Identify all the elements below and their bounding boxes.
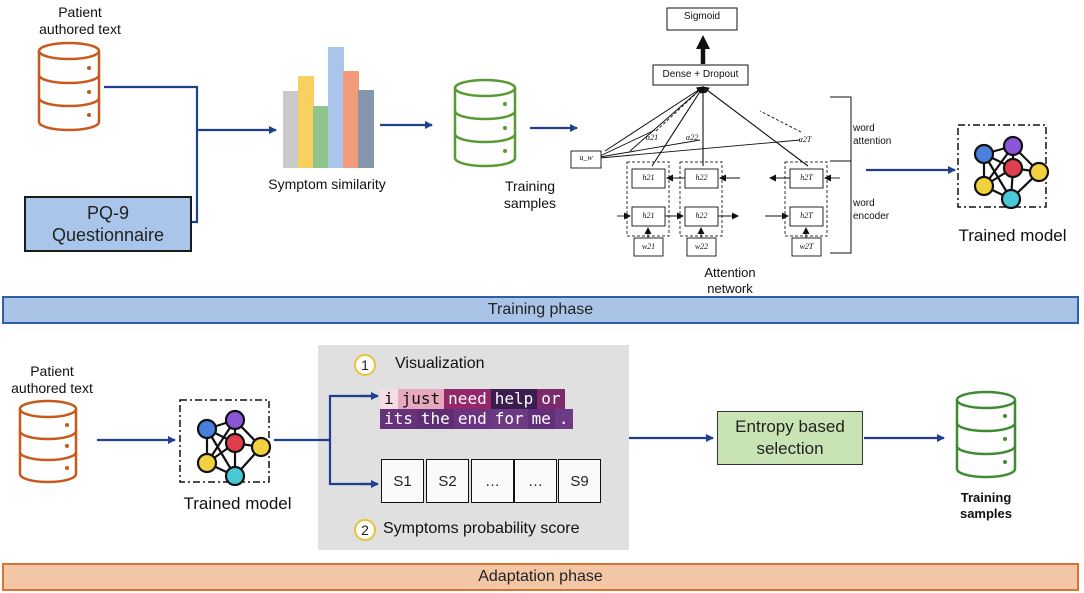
symptom-box-9: S9 <box>558 459 601 503</box>
viz-word: need <box>444 389 491 409</box>
training-phase-label: Training phase <box>487 301 594 318</box>
viz-word: the <box>416 409 454 429</box>
trained-model-icon-train <box>957 124 1050 210</box>
word-attention-label: word attention <box>853 122 903 148</box>
uw-label: u_w <box>579 153 593 162</box>
sigmoid-label: Sigmoid <box>683 11 721 22</box>
viz-word: help <box>490 389 538 409</box>
database-icon-adapt-samples <box>955 390 1017 479</box>
symptom-box-1: S1 <box>381 459 424 503</box>
symptom-box-2: S2 <box>426 459 469 503</box>
viz-word: i <box>380 389 398 409</box>
sigmoid-box <box>666 7 738 31</box>
adaptation-phase-label: Adaptation phase <box>478 568 603 585</box>
pq9-questionnaire-box: PQ-9 Questionnaire <box>24 196 192 252</box>
entropy-line2: selection <box>756 439 824 458</box>
symptom-box-4: … <box>514 459 557 503</box>
h-back-label-2: h22 <box>695 173 708 182</box>
trained-model-label-train: Trained model <box>958 226 1067 245</box>
uw-box <box>570 150 602 169</box>
w-label-1: w21 <box>641 242 656 251</box>
h-back-label-1: h21 <box>642 173 655 182</box>
alpha-label-1: α21 <box>645 133 659 142</box>
alpha-label-3: α2T <box>798 135 812 144</box>
dense-dropout-label: Dense + Dropout <box>662 69 739 80</box>
probability-title: Symptoms probability score <box>383 520 580 537</box>
trained-model-label-adapt: Trained model <box>183 494 292 513</box>
database-icon-patient-adapt <box>18 399 78 484</box>
viz-word: or <box>537 389 565 409</box>
training-phase-bar: Training phase <box>2 296 1079 324</box>
viz-word: its <box>380 409 417 429</box>
word-encoder-label: word encoder <box>853 197 903 223</box>
entropy-line1: Entropy based <box>735 417 845 436</box>
adaptation-phase-bar: Adaptation phase <box>2 563 1079 591</box>
visualization-title: Visualization <box>395 355 485 372</box>
pq9-line2: Questionnaire <box>51 225 165 245</box>
adapt-samples-line2: samples <box>959 506 1013 521</box>
patient-text-line2: authored text <box>39 21 121 37</box>
symptom-box-3: … <box>471 459 514 503</box>
visualization-number-badge: 1 <box>354 354 376 376</box>
w-label-3: w2T <box>799 242 814 251</box>
word-encoder-line1: word <box>853 198 875 209</box>
training-samples-label-train: Training samples <box>490 178 570 212</box>
viz-word: just <box>397 389 445 409</box>
training-samples-line2: samples <box>503 195 557 211</box>
patient-text-label-train: Patient authored text <box>30 4 130 38</box>
attention-network <box>570 7 852 257</box>
similarity-bars-icon <box>283 47 374 168</box>
attention-network-label: Attention network <box>690 265 770 297</box>
connector-pq9-to-similarity <box>192 130 199 224</box>
database-icon-training-samples <box>453 78 517 168</box>
patient-text-line1: Patient <box>58 4 102 20</box>
alpha-label-2: α22 <box>685 133 699 142</box>
word-attention-line2: attention <box>853 136 892 147</box>
output-panel <box>318 345 629 550</box>
patient-text-adapt-line2: authored text <box>11 380 93 396</box>
attention-network-line1: Attention <box>704 265 756 280</box>
training-samples-label-adapt: Training samples <box>946 490 1026 522</box>
trained-model-icon-adapt <box>179 399 272 487</box>
adapt-samples-line1: Training <box>960 490 1012 505</box>
viz-word: for <box>490 409 528 429</box>
patient-text-label-adapt: Patient authored text <box>2 363 102 397</box>
patient-text-adapt-line1: Patient <box>30 363 74 379</box>
connector-patient-to-similarity <box>104 85 277 134</box>
viz-word: me <box>527 409 555 429</box>
probability-number-badge: 2 <box>354 519 376 541</box>
training-samples-line1: Training <box>504 178 556 194</box>
pq9-line1: PQ-9 <box>86 203 129 223</box>
viz-word: end <box>453 409 491 429</box>
attention-network-line2: network <box>707 281 753 296</box>
dense-dropout-box <box>652 64 749 86</box>
h-fwd-label-2: h22 <box>695 211 708 220</box>
symptom-similarity-label: Symptom similarity <box>268 176 386 192</box>
w-label-2: w22 <box>694 242 709 251</box>
viz-word: . <box>554 409 573 429</box>
word-attention-line1: word <box>853 123 875 134</box>
h-back-label-3: h2T <box>800 173 813 182</box>
database-icon-patient-train <box>37 41 101 132</box>
h-fwd-label-1: h21 <box>642 211 655 220</box>
word-encoder-line2: encoder <box>853 211 890 222</box>
entropy-selection-box: Entropy based selection <box>717 411 863 465</box>
h-fwd-label-3: h2T <box>800 211 813 220</box>
